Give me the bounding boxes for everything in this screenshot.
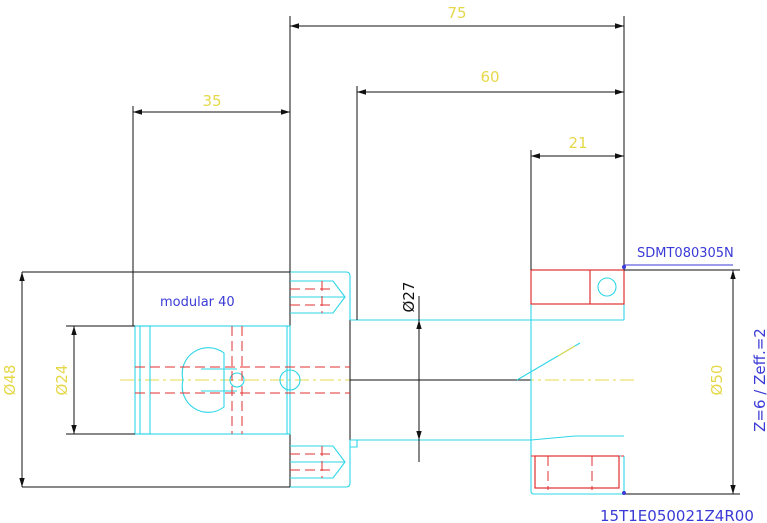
hidden-lines	[135, 281, 624, 490]
dim-75: 75	[447, 4, 466, 22]
insert	[530, 269, 625, 489]
shank-outline	[22, 271, 531, 488]
dim-35: 35	[202, 92, 221, 110]
dim-dia-24: Ø24	[53, 365, 71, 396]
adapter-label: modular 40	[160, 295, 235, 310]
insert-code-label: SDMT080305N	[637, 246, 734, 261]
part-number-label: 15T1E050021Z4R00	[600, 507, 754, 523]
dim-60: 60	[480, 68, 499, 86]
teeth-label: Z=6 / Zeff.=2	[751, 328, 767, 432]
dimension-lines	[19, 16, 740, 495]
dim-21: 21	[568, 134, 587, 152]
dim-dia-50: Ø50	[708, 365, 726, 396]
dim-dia-48: Ø48	[1, 365, 19, 396]
dim-dia-27: Ø27	[400, 282, 418, 313]
